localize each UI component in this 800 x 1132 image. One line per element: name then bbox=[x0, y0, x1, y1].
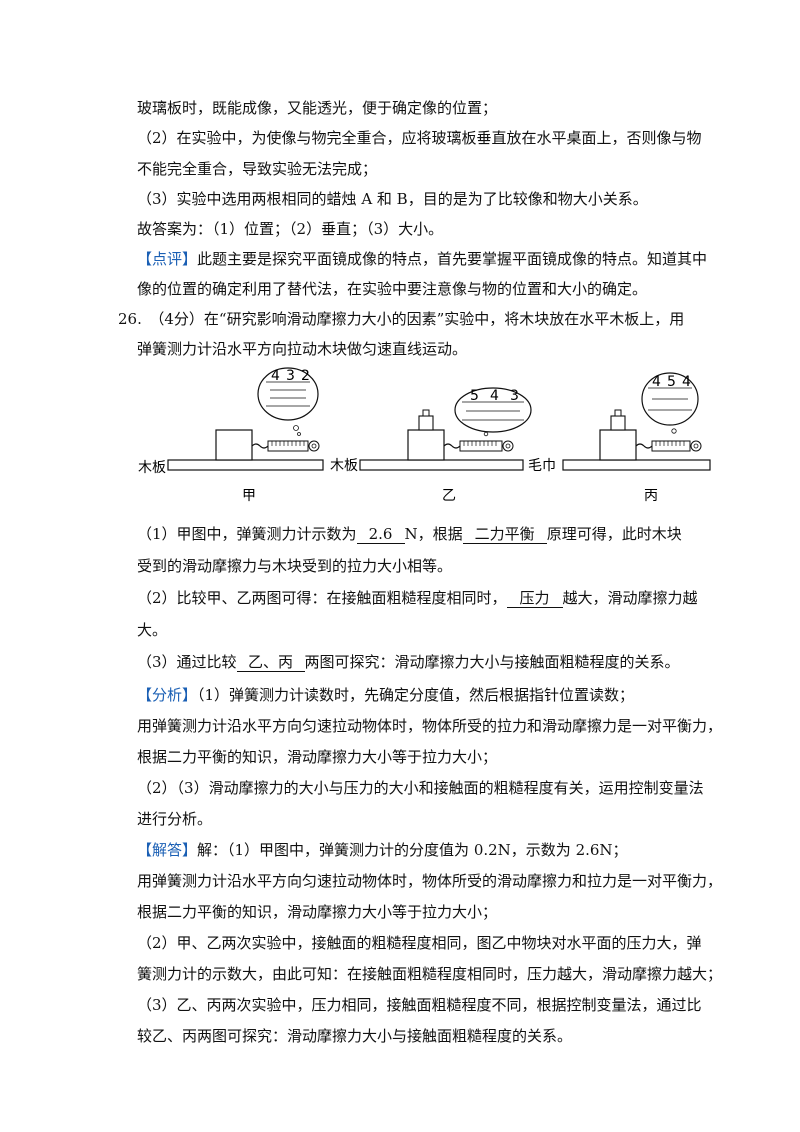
scale-number: 5 bbox=[667, 374, 676, 390]
text-line: 受到的滑动摩擦力与木块受到的拉力大小相等。 bbox=[137, 557, 453, 575]
scale-number: 4 bbox=[490, 388, 499, 404]
answer-blank: 乙、丙 bbox=[236, 654, 305, 672]
analysis-line: 【分析】（1）弹簧测力计读数时，先确定分度值，然后根据指针位置读数； bbox=[137, 685, 634, 705]
panel-yi: 5 4 3 木板 乙 bbox=[330, 387, 532, 504]
text-line: 簧测力计的示数大，由此可知：在接触面粗糙程度相同时，压力越大，滑动摩擦力越大； bbox=[137, 965, 723, 983]
text-line: （3）实验中选用两根相同的蜡烛 A 和 B，目的是为了比较像和物大小关系。 bbox=[137, 190, 648, 208]
hook-icon bbox=[443, 443, 461, 449]
figure-caption: 丙 bbox=[644, 488, 658, 504]
scale-number: 2 bbox=[301, 368, 310, 384]
text-line: 像的位置的确定利用了替代法，在实验中要注意像与物的位置和大小的确定。 bbox=[137, 280, 648, 298]
answer-blank: 压力 bbox=[506, 590, 563, 608]
text-line: （2）（3）滑动摩擦力的大小与压力的大小和接触面的粗糙程度有关，运用控制变量法 bbox=[137, 779, 704, 797]
hook-icon bbox=[635, 443, 653, 449]
scale-number: 3 bbox=[510, 388, 519, 404]
text-span: （2）比较甲、乙两图可得：在接触面粗糙程度相同时， bbox=[137, 589, 507, 607]
weight-icon bbox=[418, 415, 434, 431]
analysis-tag: 【分析】 bbox=[137, 686, 198, 704]
text-line: （2）甲、乙两次实验中，接触面的粗糙程度相同，图乙中物块对水平面的压力大，弹 bbox=[137, 934, 702, 952]
question-part-3: （3）通过比较乙、丙两图可探究：滑动摩擦力大小与接触面粗糙程度的关系。 bbox=[137, 652, 680, 672]
towel-surface bbox=[562, 459, 711, 471]
hook-icon bbox=[251, 443, 269, 449]
panel-jia: 4 3 2 木板 甲 bbox=[138, 367, 324, 504]
panel-bing: 4 5 4 毛巾 丙 bbox=[528, 372, 711, 504]
text-line: （2）在实验中，为使像与物完全重合，应将玻璃板垂直放在水平桌面上，否则像与物 bbox=[137, 129, 702, 147]
scale-number: 5 bbox=[470, 388, 479, 404]
figure-caption: 乙 bbox=[442, 488, 456, 504]
figure-caption: 甲 bbox=[242, 488, 256, 504]
text-line: 较乙、丙两图可探究：滑动摩擦力大小与接触面粗糙程度的关系。 bbox=[137, 1027, 573, 1045]
text-line: 根据二力平衡的知识，滑动摩擦力大小等于拉力大小； bbox=[137, 903, 498, 921]
weight-icon bbox=[610, 415, 626, 431]
answer-blank: 二力平衡 bbox=[462, 526, 547, 544]
spring-scale bbox=[459, 440, 503, 452]
wood-block bbox=[599, 429, 637, 461]
question-heading: 26. （4分）在“研究影响滑动摩擦力大小的因素”实验中，将木块放在水平木板上，… bbox=[118, 310, 685, 328]
experiment-figure: 4 3 2 木板 甲 5 4 3 bbox=[138, 367, 711, 504]
board-surface bbox=[359, 459, 524, 471]
magnified-scale-bubble bbox=[257, 367, 319, 421]
text-line: （3）乙、丙两次实验中，压力相同，接触面粗糙程度不同，根据控制变量法，通过比 bbox=[137, 996, 702, 1014]
answer-blank: 2.6 bbox=[356, 526, 405, 544]
text-span: N，根据 bbox=[404, 525, 463, 543]
question-part-2: （2）比较甲、乙两图可得：在接触面粗糙程度相同时，压力越大，滑动摩擦力越 bbox=[137, 588, 698, 608]
solution-tag: 【解答】 bbox=[137, 841, 198, 859]
wood-block bbox=[407, 429, 445, 461]
text-line: 【点评】此题主要是探究平面镜成像的特点，首先要掌握平面镜成像的特点。知道其中 bbox=[137, 249, 707, 269]
text-line: 进行分析。 bbox=[137, 810, 213, 828]
text-line: 大。 bbox=[137, 621, 168, 639]
board-surface bbox=[167, 459, 324, 471]
magnified-scale-bubble bbox=[454, 387, 532, 433]
surface-label: 木板 bbox=[138, 460, 166, 476]
text-line: 弹簧测力计沿水平方向拉动木块做匀速直线运动。 bbox=[137, 340, 468, 358]
text-span: 两图可探究：滑动摩擦力大小与接触面粗糙程度的关系。 bbox=[304, 653, 680, 671]
text-line: 用弹簧测力计沿水平方向匀速拉动物体时，物体所受的拉力和滑动摩擦力是一对平衡力， bbox=[137, 717, 723, 735]
text-line: 不能完全重合，导致实验无法完成； bbox=[137, 160, 378, 178]
solution-line: 【解答】解：（1）甲图中，弹簧测力计的分度值为 0.2N，示数为 2.6N； bbox=[137, 840, 628, 860]
comment-tag: 【点评】 bbox=[137, 250, 198, 268]
spring-scale bbox=[651, 440, 691, 452]
text-span: 越大，滑动摩擦力越 bbox=[562, 589, 698, 607]
text-span: 原理可得，此时木块 bbox=[546, 525, 682, 543]
comment-text: 此题主要是探究平面镜成像的特点，首先要掌握平面镜成像的特点。知道其中 bbox=[197, 250, 708, 268]
text-span: （1）弹簧测力计读数时，先确定分度值，然后根据指针位置读数； bbox=[197, 686, 635, 704]
wood-block bbox=[215, 429, 253, 461]
text-line: 根据二力平衡的知识，滑动摩擦力大小等于拉力大小； bbox=[137, 748, 498, 766]
text-span: （3）通过比较 bbox=[137, 653, 237, 671]
text-line: 玻璃板时，既能成像，又能透光，便于确定像的位置； bbox=[137, 99, 498, 117]
text-line: 用弹簧测力计沿水平方向匀速拉动物体时，物体所受的滑动摩擦力和拉力是一对平衡力， bbox=[137, 872, 723, 890]
text-span: 解：（1）甲图中，弹簧测力计的分度值为 0.2N，示数为 2.6N； bbox=[197, 841, 628, 859]
scale-number: 4 bbox=[682, 374, 691, 390]
scale-number: 4 bbox=[652, 374, 661, 390]
text-span: （1）甲图中，弹簧测力计示数为 bbox=[137, 525, 357, 543]
surface-label: 毛巾 bbox=[528, 458, 556, 474]
surface-label: 木板 bbox=[330, 458, 358, 474]
text-line: 故答案为：（1）位置；（2）垂直；（3）大小。 bbox=[137, 220, 444, 238]
scale-number: 3 bbox=[286, 368, 295, 384]
scale-number: 4 bbox=[271, 368, 280, 384]
